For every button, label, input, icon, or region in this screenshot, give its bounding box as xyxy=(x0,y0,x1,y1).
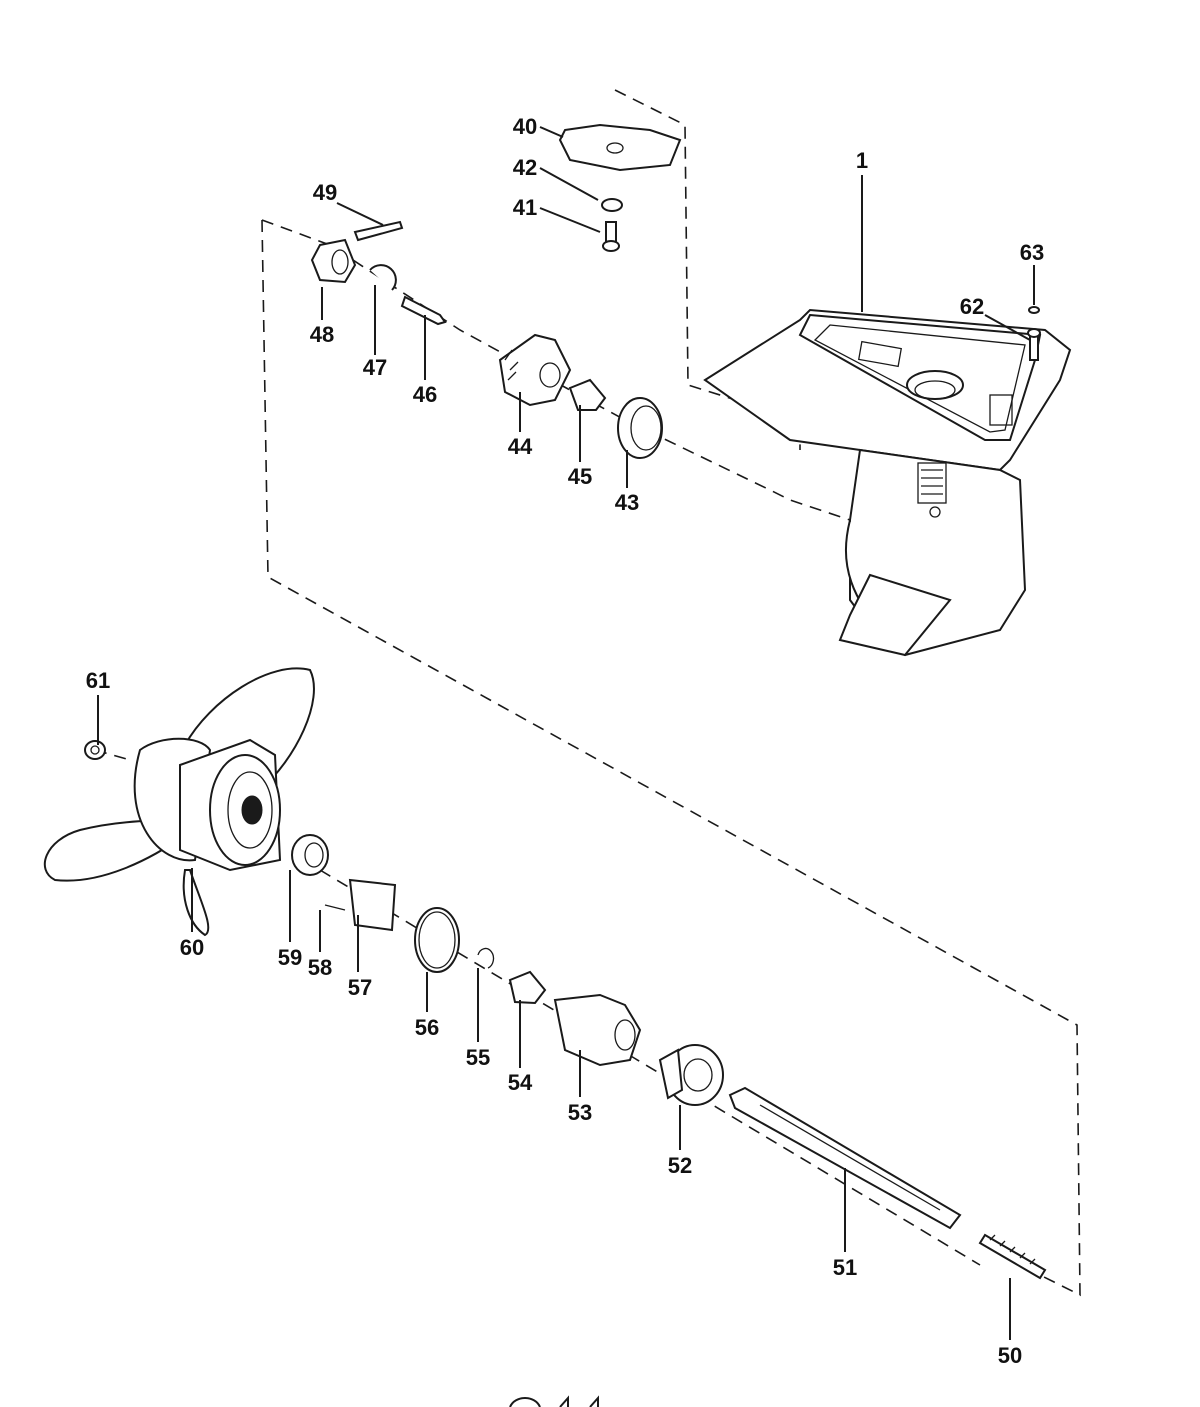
washer xyxy=(601,198,623,212)
shift-cam xyxy=(310,238,357,284)
pin xyxy=(400,295,447,326)
callout-42: 42 xyxy=(513,155,537,180)
bearing-54 xyxy=(508,970,547,1005)
bearing-carrier xyxy=(553,993,642,1067)
small-ring xyxy=(477,947,495,969)
callout-56: 56 xyxy=(415,1015,439,1040)
shift-plate xyxy=(558,123,682,172)
washer-63 xyxy=(1028,306,1040,314)
callout-50: 50 xyxy=(998,1343,1022,1368)
callout-47: 47 xyxy=(363,355,387,380)
o-ring xyxy=(414,907,460,973)
callout-53: 53 xyxy=(568,1100,592,1125)
callout-1: 1 xyxy=(856,148,868,173)
screw xyxy=(602,221,620,252)
callout-58: 58 xyxy=(308,955,332,980)
callout-44: 44 xyxy=(508,434,533,459)
spring xyxy=(978,1233,1047,1280)
retaining-ring xyxy=(369,264,397,291)
callout-57: 57 xyxy=(348,975,372,1000)
screw-62 xyxy=(1027,328,1041,361)
callout-45: 45 xyxy=(568,464,592,489)
page-number-fragment xyxy=(509,1395,599,1407)
callout-48: 48 xyxy=(310,322,334,347)
callout-62: 62 xyxy=(960,294,984,319)
callout-55: 55 xyxy=(466,1045,490,1070)
lock-ring xyxy=(348,878,397,932)
gear-housing xyxy=(703,308,1072,657)
callout-46: 46 xyxy=(413,382,437,407)
callout-41: 41 xyxy=(513,195,537,220)
propeller xyxy=(43,667,315,937)
bearing-cup xyxy=(617,397,663,459)
callout-43: 43 xyxy=(615,490,639,515)
callout-60: 60 xyxy=(180,935,204,960)
callout-59: 59 xyxy=(278,945,302,970)
propeller-shaft xyxy=(728,1086,962,1230)
leader-lines xyxy=(97,126,1035,1340)
callout-51: 51 xyxy=(833,1255,857,1280)
pinion-gear xyxy=(498,333,572,407)
callout-54: 54 xyxy=(508,1070,533,1095)
forward-gear xyxy=(658,1044,724,1106)
callout-63: 63 xyxy=(1020,240,1044,265)
cotter-pin xyxy=(324,904,346,911)
cross-pin xyxy=(353,220,404,242)
callout-labels: 1 40 42 41 49 48 47 46 44 45 43 63 62 61… xyxy=(86,114,1044,1368)
callout-49: 49 xyxy=(313,180,337,205)
callout-61: 61 xyxy=(86,668,110,693)
callout-52: 52 xyxy=(668,1153,692,1178)
bushing xyxy=(568,378,607,411)
thrust-hub xyxy=(291,834,329,876)
callout-40: 40 xyxy=(513,114,537,139)
prop-nut xyxy=(84,740,106,760)
